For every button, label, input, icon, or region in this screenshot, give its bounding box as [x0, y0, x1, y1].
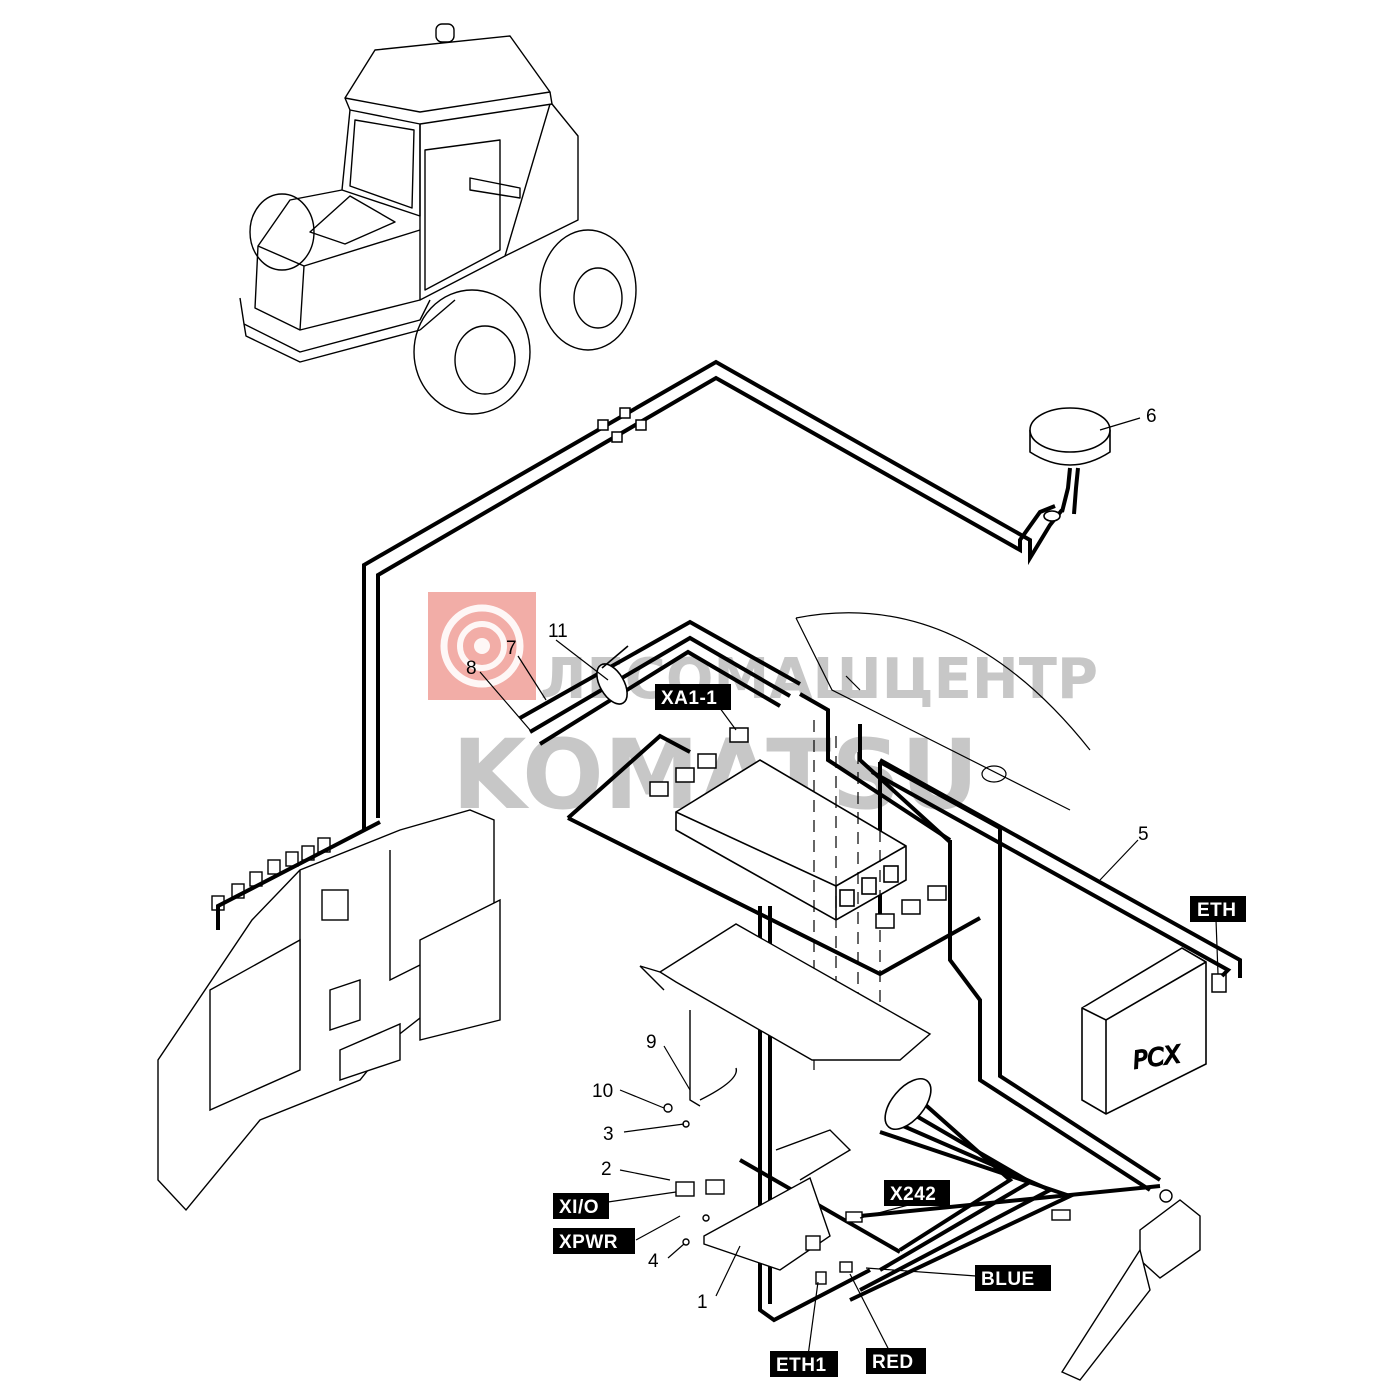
- leader-lines: [479, 417, 1219, 1357]
- svg-text:RED: RED: [872, 1352, 914, 1373]
- cab-shelf: [795, 612, 1091, 811]
- controller-plugs: [649, 727, 1227, 993]
- connector-tags: XA1-1 ETH X242 XI/O XPWR BLUE ETH1 RED: [553, 684, 1246, 1377]
- svg-text:XI/O: XI/O: [559, 1197, 599, 1218]
- mounting-plate: [639, 923, 932, 1061]
- callout-3: 3: [603, 1124, 614, 1145]
- callout-6: 6: [1146, 406, 1157, 427]
- callout-11: 11: [548, 621, 568, 642]
- tag-x242: X242: [884, 1180, 950, 1206]
- callout-8: 8: [466, 658, 477, 679]
- tag-eth: ETH: [1190, 896, 1246, 922]
- tag-xio: XI/O: [553, 1193, 609, 1219]
- callout-7: 7: [506, 638, 517, 659]
- watermark-logo-ring: [440, 604, 524, 688]
- lower-clamp: [884, 1078, 932, 1130]
- svg-text:X242: X242: [890, 1184, 936, 1205]
- tag-eth1: ETH1: [770, 1351, 838, 1377]
- pedal-sensor: [1060, 1189, 1201, 1381]
- callout-9: 9: [646, 1032, 657, 1053]
- svg-text:XPWR: XPWR: [559, 1232, 618, 1253]
- svg-text:ETH1: ETH1: [776, 1355, 827, 1376]
- tag-xa1-1: XA1-1: [655, 684, 731, 710]
- cable-5: [871, 758, 1242, 978]
- callout-5: 5: [1138, 824, 1149, 845]
- callout-1: 1: [697, 1292, 708, 1313]
- svg-text:XA1-1: XA1-1: [661, 688, 717, 709]
- antenna: [1029, 407, 1111, 522]
- tag-red: RED: [866, 1348, 926, 1374]
- pcx-module: PCX: [1081, 947, 1207, 1115]
- cable-run-7-8: [519, 619, 801, 746]
- tractor-illustration: [239, 23, 637, 415]
- callout-10: 10: [592, 1081, 613, 1102]
- main-harness: [362, 359, 1080, 830]
- tag-blue: BLUE: [975, 1265, 1051, 1291]
- watermark-line1: ЛЕСОМАШЦЕНТР: [540, 647, 1098, 712]
- controller-unit: [675, 759, 907, 921]
- svg-text:BLUE: BLUE: [981, 1269, 1035, 1290]
- cable-clamp: [596, 645, 629, 705]
- callout-4: 4: [648, 1251, 659, 1272]
- harness-connectors: [597, 407, 647, 443]
- panel-harness: [216, 820, 381, 930]
- svg-text:ETH: ETH: [1197, 900, 1237, 921]
- callout-2: 2: [601, 1159, 612, 1180]
- bracket-assembly: [663, 1010, 1071, 1285]
- callout-numbers: 1 2 3 4 5 6 7 8 9 10 11: [466, 406, 1157, 1313]
- tag-xpwr: XPWR: [553, 1228, 635, 1254]
- electrical-panel: [157, 809, 501, 1212]
